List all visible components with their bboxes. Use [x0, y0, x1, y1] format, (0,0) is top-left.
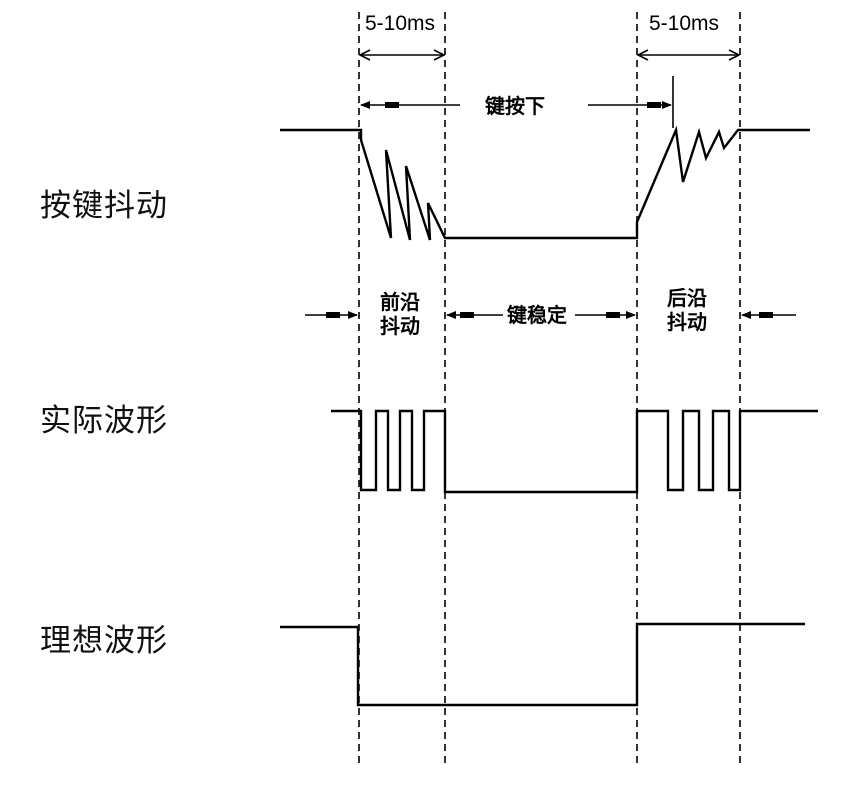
leading-bounce-label-line1: 前沿	[380, 290, 420, 314]
leading-duration-dimension: 5-10ms	[360, 12, 444, 55]
timing-guides	[358, 12, 741, 768]
key-bounce-waveform	[280, 125, 810, 241]
phase-arrow-left-outer-tab	[326, 312, 340, 318]
trailing-duration-dimension: 5-10ms	[638, 12, 739, 55]
key-pressed-arrow-left-tab	[385, 102, 399, 108]
row-label-actual-waveform: 实际波形	[40, 403, 168, 439]
key-pressed-span: 键按下	[360, 76, 674, 128]
phase-arrow-right-outer-tab	[759, 312, 773, 318]
phase-annotations: 前沿 抖动 键稳定 后沿 抖动	[305, 286, 796, 338]
leading-duration-label: 5-10ms	[365, 12, 435, 35]
ideal-waveform	[280, 622, 805, 707]
row-label-key-bounce: 按键抖动	[40, 188, 168, 224]
trailing-duration-label: 5-10ms	[649, 12, 719, 35]
leading-bounce-label-line2: 抖动	[380, 314, 420, 338]
trailing-bounce-label-line2: 抖动	[667, 310, 707, 334]
trailing-bounce-label-line1: 后沿	[667, 286, 707, 310]
key-stable-arrow-left-tab	[460, 312, 474, 318]
key-stable-label: 键稳定	[507, 303, 567, 327]
row-label-ideal-waveform: 理想波形	[40, 623, 168, 659]
key-pressed-arrow-right-tab	[647, 102, 661, 108]
key-pressed-label: 键按下	[485, 94, 545, 118]
key-stable-arrow-right-tab	[606, 312, 620, 318]
actual-waveform	[331, 409, 818, 494]
